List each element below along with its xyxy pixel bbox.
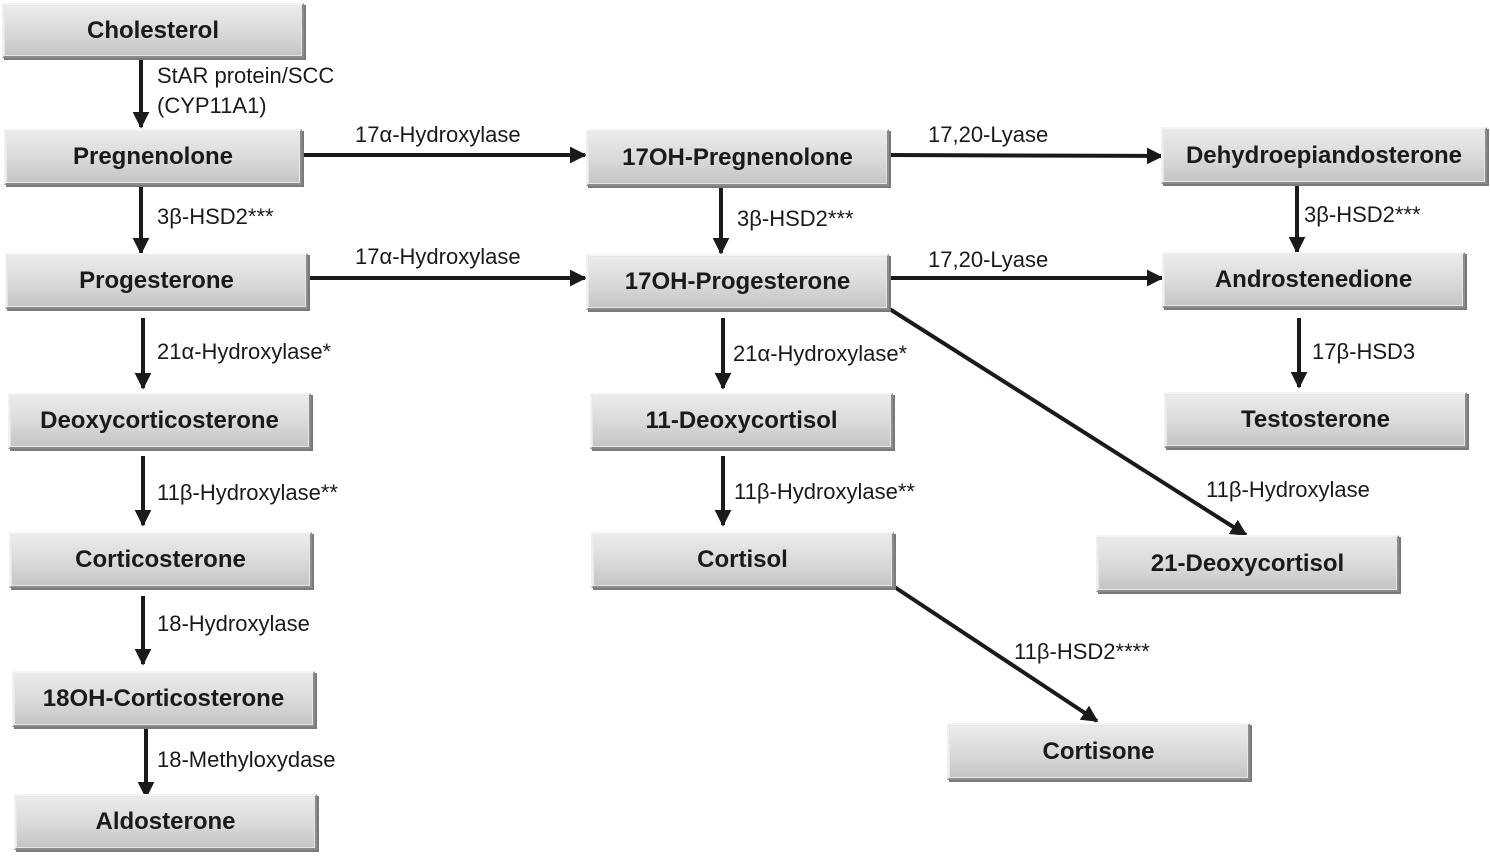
node-testosterone: Testosterone [1164, 392, 1467, 448]
label-18-hydroxylase: 18-Hydroxylase [157, 611, 310, 636]
label-11b-hydroxylase-left: 11β-Hydroxylase** [157, 480, 338, 505]
label-17a-hydroxylase-mid: 17α-Hydroxylase [355, 244, 521, 269]
label-17-20-lyase-mid: 17,20-Lyase [928, 247, 1049, 272]
node-cortisol: Cortisol [591, 532, 894, 588]
node-cortisone: Cortisone [947, 723, 1250, 780]
label-21a-hydroxylase-left: 21α-Hydroxylase* [157, 339, 332, 364]
node-corticosterone: Corticosterone [9, 532, 312, 588]
label-18-methyloxydase: 18-Methyloxydase [157, 747, 336, 772]
node-17oh-pregnenolone: 17OH-Pregnenolone [586, 129, 889, 186]
label-star-scc: StAR protein/SCC [157, 63, 335, 88]
node-deoxycorticosterone: Deoxycorticosterone [8, 393, 311, 449]
arrow-17oh-progesterone-to-21-deoxycortisol [886, 306, 1248, 537]
node-androstenedione: Androstenedione [1162, 252, 1465, 308]
label-17a-hydroxylase-top: 17α-Hydroxylase [355, 122, 521, 147]
label-3b-hsd2-left: 3β-HSD2*** [157, 204, 274, 229]
label-17b-hsd3: 17β-HSD3 [1312, 339, 1416, 364]
label-11b-hsd2: 11β-HSD2**** [1014, 639, 1150, 664]
arrow-17oh-pregnenolone-to-dhea [887, 147, 1164, 165]
node-dehydroepiandosterone: Dehydroepiandosterone [1161, 127, 1487, 184]
node-progesterone: Progesterone [5, 253, 308, 309]
label-3b-hsd2-right: 3β-HSD2*** [1304, 202, 1421, 227]
label-cyp11a1: (CYP11A1) [157, 93, 267, 118]
node-aldosterone: Aldosterone [14, 794, 317, 850]
label-17-20-lyase-top: 17,20-Lyase [928, 122, 1049, 147]
arrow-cortisol-to-cortisone [891, 584, 1099, 723]
label-11b-hydroxylase-mid: 11β-Hydroxylase** [734, 479, 915, 504]
label-3b-hsd2-mid: 3β-HSD2*** [737, 206, 854, 231]
node-18oh-corticosterone: 18OH-Corticosterone [12, 671, 315, 727]
node-cholesterol: Cholesterol [2, 3, 304, 58]
label-11b-hydroxylase-diag: 11β-Hydroxylase [1206, 477, 1370, 502]
label-21a-hydroxylase-mid: 21α-Hydroxylase* [733, 341, 908, 366]
node-21-deoxycortisol: 21-Deoxycortisol [1096, 535, 1399, 592]
node-17oh-progesterone: 17OH-Progesterone [586, 254, 889, 310]
node-11-deoxycortisol: 11-Deoxycortisol [590, 393, 893, 449]
node-pregnenolone: Pregnenolone [4, 129, 302, 185]
